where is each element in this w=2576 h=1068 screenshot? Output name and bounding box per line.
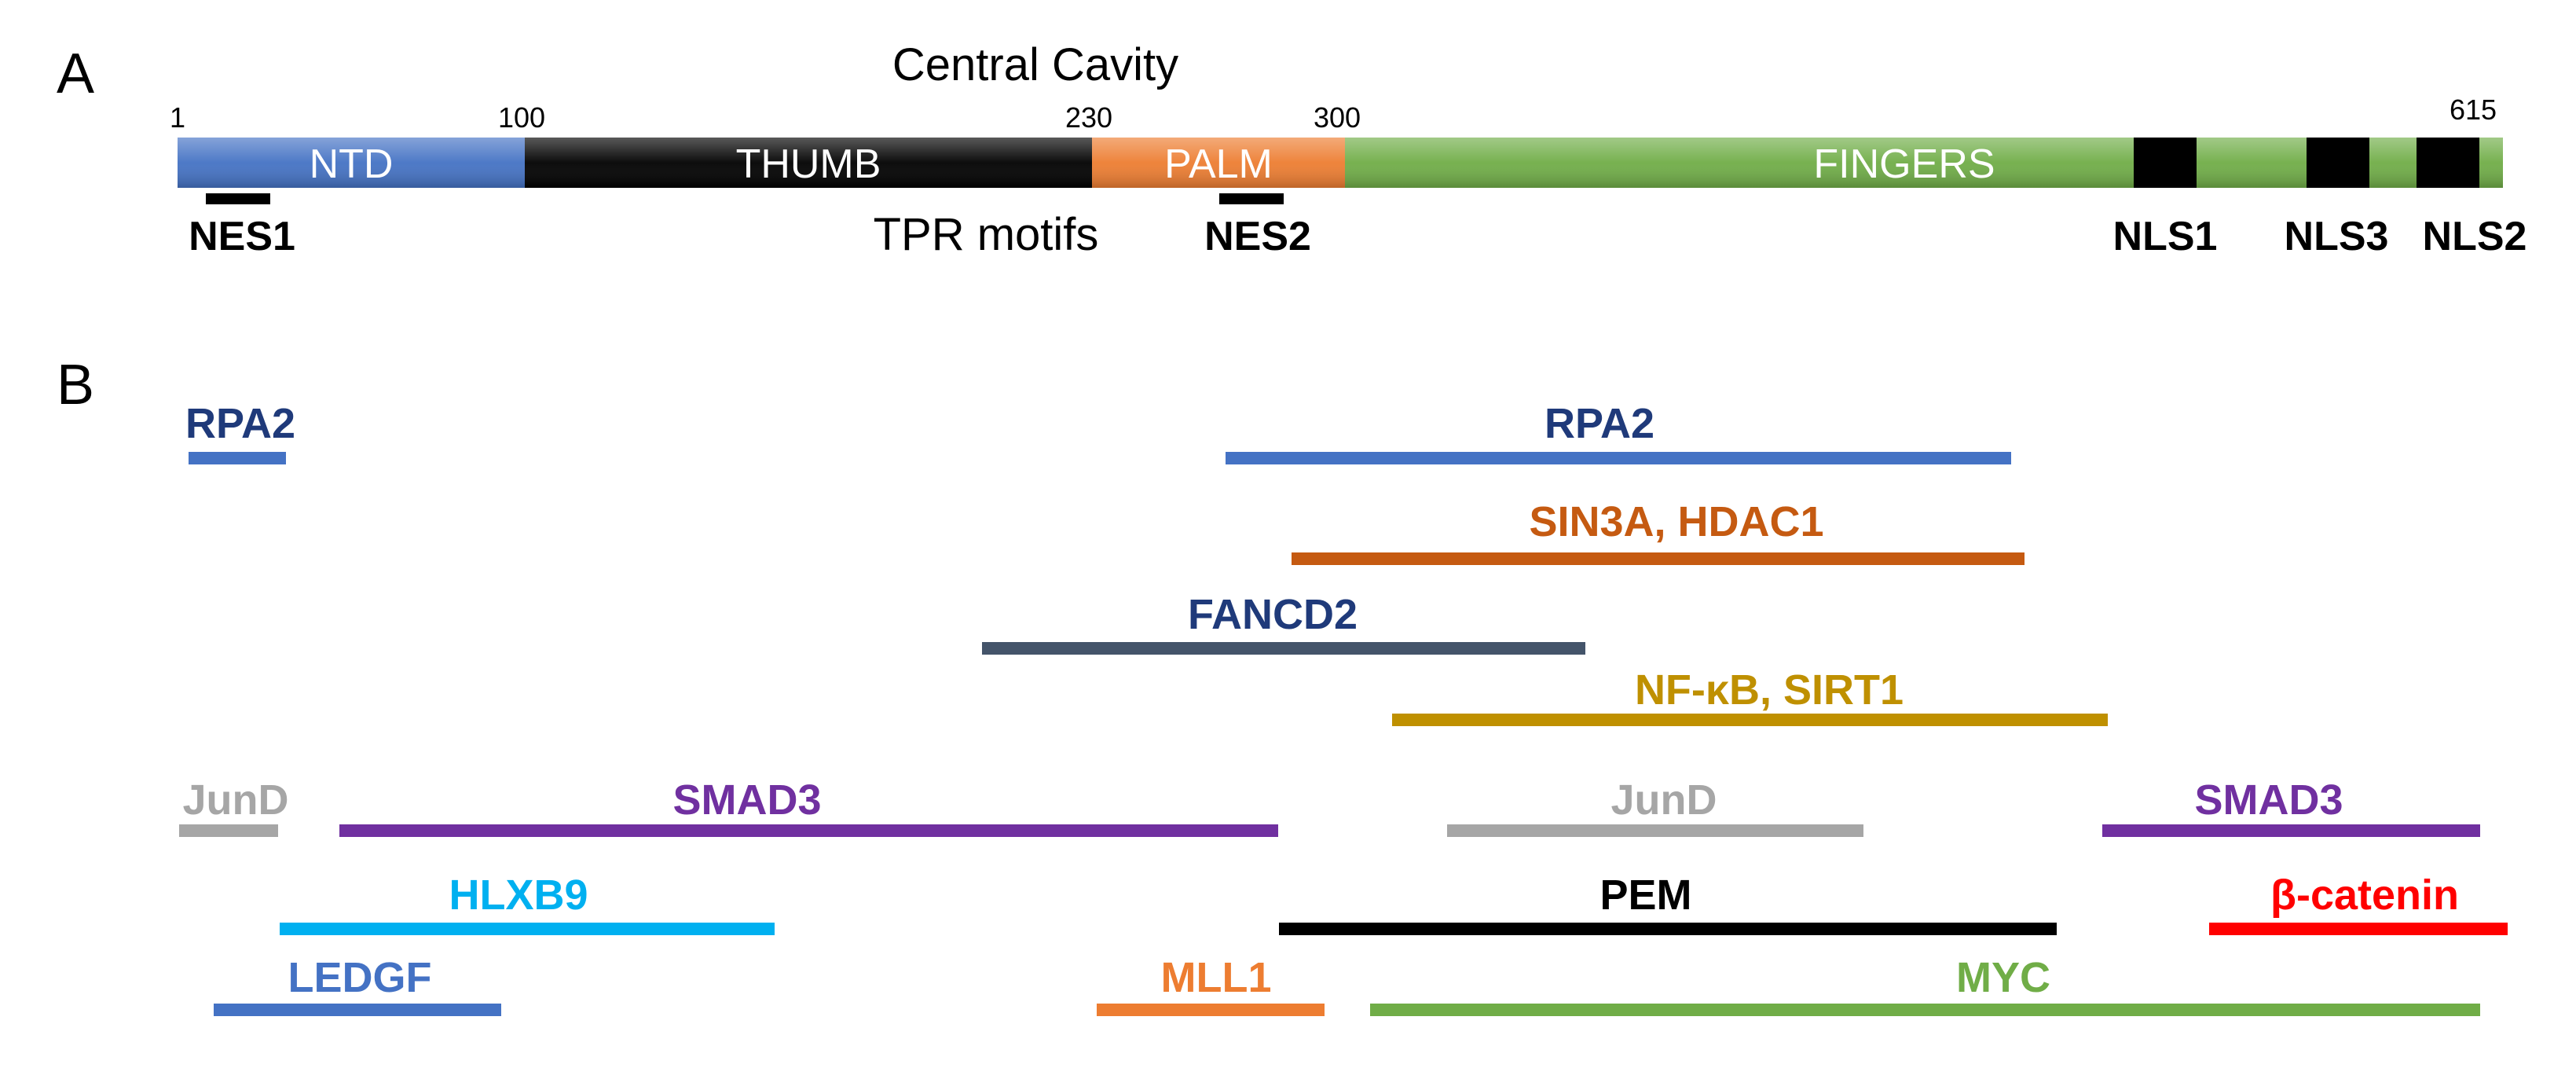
panel-a: A Central Cavity 1 100 230 300 615 NTD T… — [57, 39, 2527, 260]
partner-fancd2-4-bar — [982, 642, 1585, 655]
partner-pem-11-bar — [1279, 923, 2057, 935]
partner-jund-8-bar — [1447, 824, 1863, 837]
nls1-label: NLS1 — [2113, 214, 2218, 259]
partner-catenin-12-bar — [2209, 923, 2508, 935]
domain-ntd: NTD — [178, 138, 525, 188]
domain-bar: NTD THUMB PALM FINGERS — [178, 138, 2503, 188]
partner-pem-11-label: PEM — [1599, 872, 1691, 919]
partner-sin3a-hdac1-3-bar — [1292, 552, 2025, 565]
partner-catenin-12-label: β-catenin — [2270, 872, 2459, 919]
partner-jund-6-label: JunD — [183, 776, 289, 824]
domain-palm: PALM — [1092, 138, 1345, 188]
partner-myc-15-label: MYC — [1956, 954, 2050, 1001]
nes2-label: NES2 — [1204, 214, 1311, 259]
domain-fingers-label: FINGERS — [1813, 141, 1995, 187]
nls1-block — [2134, 138, 2197, 188]
partner-rpa2-1-bar — [189, 452, 286, 464]
partner-hlxb9-10-label: HLXB9 — [449, 872, 588, 919]
nls2-block — [2417, 138, 2479, 188]
partner-hlxb9-10-bar — [280, 923, 775, 935]
nes1-marker — [206, 193, 270, 204]
nls3-label: NLS3 — [2285, 214, 2389, 259]
partner-nf-b-sirt1-5-bar — [1392, 714, 2108, 726]
panel-b-letter: B — [57, 354, 94, 417]
partner-fancd2-4-label: FANCD2 — [1188, 591, 1358, 638]
partner-myc-15-bar — [1370, 1004, 2480, 1016]
partner-ledgf-13-label: LEDGF — [288, 954, 432, 1001]
partner-nf-b-sirt1-5-label: NF-κB, SIRT1 — [1635, 666, 1904, 714]
position-label-1: 1 — [170, 101, 185, 134]
domain-ntd-label: NTD — [310, 141, 394, 187]
position-label-300: 300 — [1314, 101, 1361, 134]
partner-smad3-9-bar — [2102, 824, 2480, 837]
position-label-100: 100 — [498, 101, 545, 134]
partner-mll1-14-bar — [1097, 1004, 1325, 1016]
nls3-block — [2307, 138, 2369, 188]
partner-mll1-14-label: MLL1 — [1161, 954, 1272, 1001]
partner-rpa2-1-label: RPA2 — [185, 400, 295, 447]
partner-smad3-7-label: SMAD3 — [672, 776, 821, 824]
nes2-marker — [1219, 193, 1284, 204]
partner-smad3-9-label: SMAD3 — [2194, 776, 2343, 824]
domain-thumb-label: THUMB — [736, 141, 881, 187]
partner-rpa2-2-label: RPA2 — [1545, 400, 1654, 447]
partner-jund-8-label: JunD — [1611, 776, 1717, 824]
domain-palm-label: PALM — [1164, 141, 1273, 187]
nls2-label: NLS2 — [2423, 214, 2527, 259]
partner-rpa2-2-bar — [1226, 452, 2011, 464]
partner-ledgf-13-bar — [214, 1004, 501, 1016]
domain-thumb: THUMB — [525, 138, 1092, 188]
tpr-motifs-label: TPR motifs — [874, 209, 1099, 260]
partner-sin3a-hdac1-3-label: SIN3A, HDAC1 — [1529, 498, 1823, 545]
position-labels: 1 100 230 300 615 — [170, 94, 2497, 134]
central-cavity-label: Central Cavity — [892, 39, 1178, 90]
position-label-615: 615 — [2450, 94, 2497, 126]
nes1-label: NES1 — [189, 214, 295, 259]
panel-a-letter: A — [57, 42, 94, 105]
partner-smad3-7-bar — [339, 824, 1278, 837]
position-label-230: 230 — [1065, 101, 1112, 134]
partner-jund-6-bar — [179, 824, 278, 837]
